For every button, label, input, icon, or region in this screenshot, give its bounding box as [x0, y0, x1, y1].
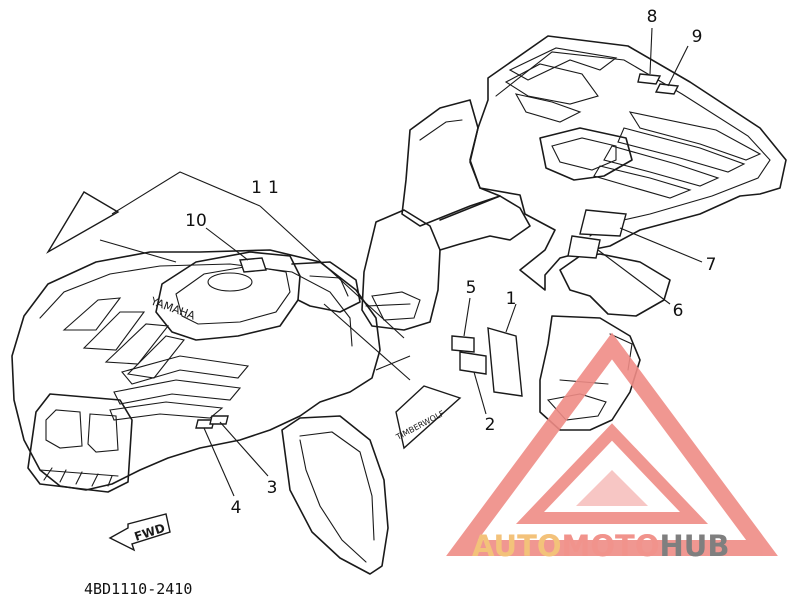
callout-8: 8 [647, 7, 658, 27]
callout-11: 11 [251, 178, 285, 198]
fwd-arrow [108, 513, 171, 552]
part-code: 4BD1110-2410 [84, 580, 192, 598]
callout-2: 2 [485, 415, 496, 435]
callout-10: 10 [185, 211, 207, 231]
decal-1 [487, 327, 523, 397]
callout-9: 9 [692, 27, 703, 47]
callout-4: 4 [231, 498, 242, 518]
decal-2 [459, 351, 487, 375]
leader-lines [99, 27, 703, 497]
callout-6: 6 [673, 301, 684, 321]
decal-11-left [46, 191, 120, 254]
callout-3: 3 [267, 478, 278, 498]
loose-decals [46, 191, 523, 552]
watermark: AUTOMOTOHUB [446, 332, 778, 563]
callout-1: 1 [506, 289, 517, 309]
watermark-logo-icon [446, 332, 778, 556]
watermark-text: AUTOMOTOHUB [472, 529, 729, 563]
front-fender [11, 249, 389, 575]
decal-timberwolf [395, 385, 462, 450]
rear-fender [361, 35, 787, 431]
callout-5: 5 [466, 278, 477, 298]
decal-5 [451, 335, 475, 353]
emblem-text: YAMAHA [148, 294, 197, 323]
callout-7: 7 [706, 255, 717, 275]
